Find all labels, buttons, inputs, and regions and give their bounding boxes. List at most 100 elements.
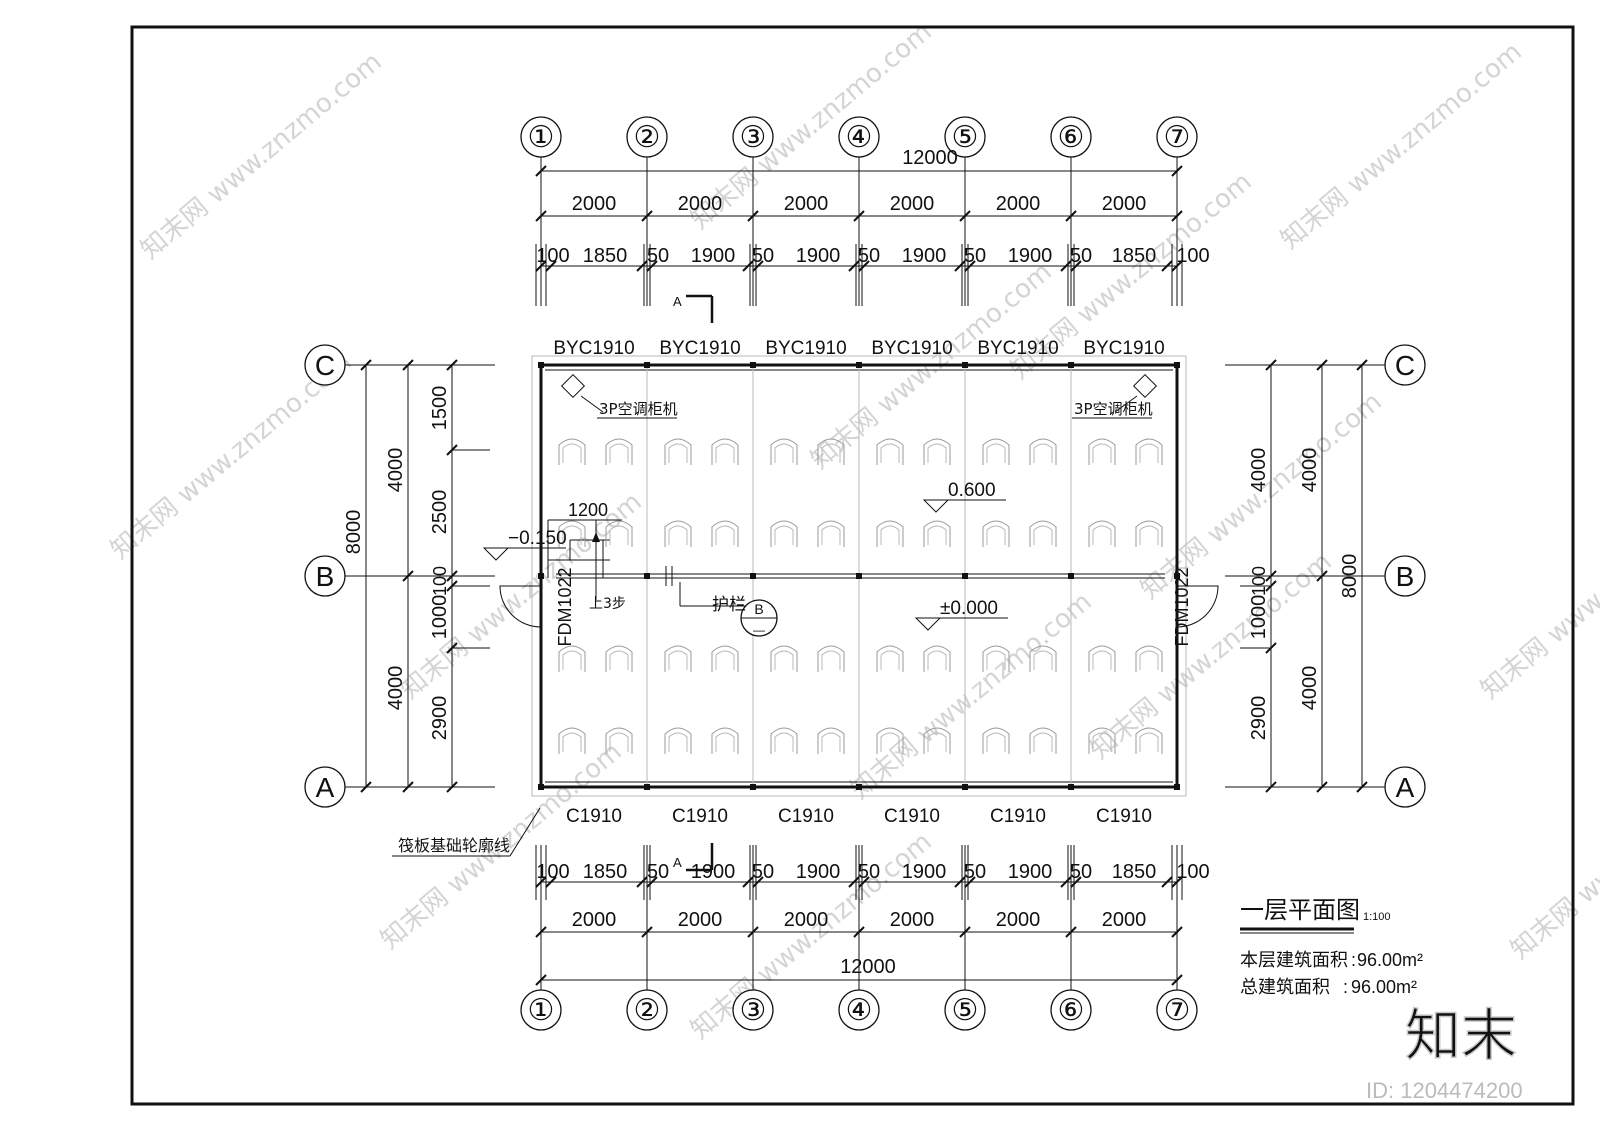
dimension-tick [853,210,865,222]
detail-dimension: 100 [536,861,569,883]
axis-bubble-bottom-label: ① [528,994,555,1027]
seat-icon [770,645,798,672]
right-detail-dimension: 1000 [1248,595,1270,640]
column-mark [1068,573,1074,579]
detail-dimension: 1900 [902,861,947,883]
window-tag-bottom: C1910 [990,806,1046,827]
seat-icon [1088,438,1116,465]
seat-icon [817,438,845,465]
detail-dimension: 50 [964,245,986,267]
seat-icon [923,438,951,465]
foundation-leader [509,807,541,857]
seat-icon [923,645,951,672]
dimension-tick [1356,781,1368,793]
dimension-tick [1316,359,1328,371]
dimension-tick [1265,580,1277,592]
axis-bubble-bottom [944,989,986,1031]
door-swing-right [1176,585,1219,628]
seat-icon [817,727,845,754]
seat-icon [876,520,904,547]
detail-dimension: 50 [964,861,986,883]
dimension-tick [1065,210,1077,222]
dimension-tick [848,260,860,272]
right-detail-dimension: 100 [1249,566,1269,596]
dimension-tick [1060,260,1072,272]
seat-icon [1029,727,1057,754]
detail-dimension: 100 [1176,861,1209,883]
seat-icon [982,438,1010,465]
bay-dimension: 2000 [890,193,935,215]
watermark-brand: 知末 [1405,1004,1517,1069]
axis-bubble-bottom-label: ⑤ [952,994,979,1027]
watermark-text: 知末网 www.znzmo.com [1475,487,1600,706]
detail-reference-sublabel: — [753,623,765,637]
bay-dimension: 2000 [784,193,829,215]
axis-bubble-left-label: B [316,561,335,592]
window-tag-top: BYC1910 [977,338,1058,359]
dimension-tick [1171,210,1183,222]
detail-dimension: 50 [858,245,880,267]
plan-title: 一层平面图 [1240,896,1360,924]
dimension-tick [959,210,971,222]
detail-dimension: 1900 [691,245,736,267]
dimension-tick [1316,781,1328,793]
seat-icon [770,727,798,754]
ac-leader [1114,395,1138,413]
dimension-tick [747,926,759,938]
dimension-tick [360,359,372,371]
watermark-text: 知末网 www.znzmo.com [135,47,387,266]
right-detail-dimension: 2900 [1248,696,1270,741]
dimension-tick [535,876,547,888]
seat-icon [711,520,739,547]
left-detail-dimension: 1500 [429,386,451,431]
dimension-tick [1265,359,1277,371]
dimension-tick [964,876,976,888]
dimension-tick [1161,260,1173,272]
dimension-tick [402,570,414,582]
dimension-tick [747,210,759,222]
axis-bubble-top-label: ⑥ [1058,121,1085,154]
bay-dimension: 2000 [572,193,617,215]
seat-icon [770,520,798,547]
dimension-tick [1171,260,1183,272]
window-tag-top: BYC1910 [765,338,846,359]
axis-bubble-top-label: ④ [846,121,873,154]
seat-icon [1029,438,1057,465]
left-bay-dimension: 4000 [385,448,407,493]
level-mark-icon [922,499,950,513]
column-mark [1068,362,1074,368]
dimension-tick [646,876,658,888]
seat-icon [923,520,951,547]
axis-bubble-bottom [1156,989,1198,1031]
axis-bubble-top [838,116,880,158]
axis-bubble-top-label: ② [634,121,661,154]
dimension-tick [954,876,966,888]
level-mark-icon [482,547,510,561]
seat-icon [605,645,633,672]
axis-bubble-top-label: ③ [740,121,767,154]
right-total-dimension: 8000 [1339,554,1361,599]
column-mark [538,362,544,368]
dimension-tick [636,260,648,272]
seat-icon [1088,520,1116,547]
axis-bubble-bottom-label: ⑥ [1058,994,1085,1027]
seat-icon [982,645,1010,672]
column-mark [1068,784,1074,790]
seat-icon [664,520,692,547]
plan-geometry [304,116,1426,1031]
detail-dimension: 1850 [1112,245,1157,267]
dimension-tick [1171,876,1183,888]
detail-dimension: 1900 [796,245,841,267]
area-total-value: 96.00m² [1351,977,1417,997]
seat-icon [558,645,586,672]
overall-dimension: 12000 [840,956,896,978]
seat-icon [711,438,739,465]
ac-leader [580,395,604,413]
window-tag-bottom: C1910 [672,806,728,827]
axis-bubble-bottom-label: ⑦ [1164,994,1191,1027]
dimension-tick [1265,570,1277,582]
left-detail-dimension: 100 [430,566,450,596]
column-mark [538,573,544,579]
plan-scale: 1:100 [1363,911,1391,923]
left-bay-dimension: 4000 [385,666,407,711]
